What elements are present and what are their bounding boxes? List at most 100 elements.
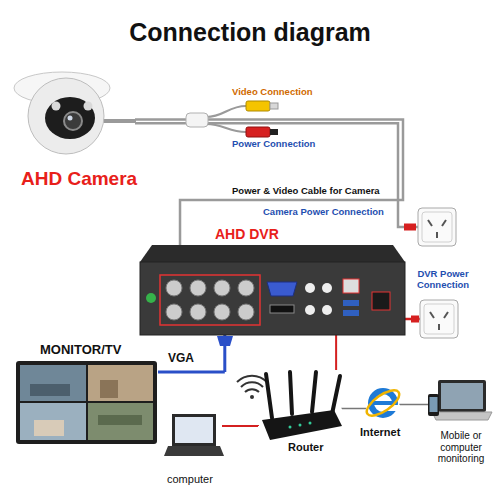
monitor-bezel: [16, 361, 157, 444]
scene-detail: [98, 415, 142, 425]
laptop-display: [175, 417, 213, 443]
device-label: Internet: [360, 426, 420, 439]
device-label: computer: [167, 473, 247, 486]
internet-logo-orbit: [363, 386, 403, 421]
vga-plug: [217, 336, 233, 346]
cable-connector: [222, 425, 258, 427]
cable-connector: [335, 335, 337, 370]
internet-node: Internet: [366, 386, 400, 420]
router-body: [262, 410, 342, 440]
dc-plug: [404, 224, 416, 231]
bnc-port: [166, 280, 182, 296]
camera-node: AHD Camera: [15, 70, 135, 165]
camera-cable: [100, 119, 136, 123]
outlet-face: [422, 212, 452, 242]
bnc-port: [238, 280, 254, 296]
device-label: AHD DVR: [215, 226, 315, 242]
audio-port: [305, 305, 315, 315]
mobile-phone: [428, 394, 439, 416]
diagram-title: Connection diagram: [0, 18, 500, 47]
lan-port: [343, 279, 359, 293]
bnc-port: [190, 280, 206, 296]
laptop-base: [164, 446, 224, 456]
power-plug: [246, 127, 270, 137]
power-button: [146, 293, 156, 303]
outlet-node: Camera Power Connection: [418, 208, 456, 246]
ir-led: [84, 102, 93, 111]
device-label: Mobile or computer monitoring: [426, 430, 496, 465]
cable-connector: [400, 404, 430, 406]
outlet-slots: [428, 220, 446, 238]
camera-visor: [45, 97, 95, 139]
mobile-screen: [430, 397, 438, 412]
cable-connector: [158, 335, 225, 372]
device-label: DVR Power Connection: [408, 269, 478, 291]
bnc-port: [166, 304, 182, 320]
router-node: Router: [258, 370, 342, 440]
remote-monitor-node: Mobile or computer monitoring: [430, 378, 492, 426]
camera-view: [88, 403, 153, 440]
bnc-port: [190, 304, 206, 320]
wall-outlet: [418, 208, 456, 246]
cable-connector: [135, 123, 418, 227]
device-label: AHD Camera: [21, 168, 151, 190]
device-label: MONITOR/TV: [40, 343, 160, 358]
camera-view: [88, 365, 153, 401]
audio-port: [322, 305, 332, 315]
cable-label: Power & Video Cable for Camera: [232, 186, 402, 197]
usb-port: [343, 310, 359, 316]
remote-laptop-base: [432, 412, 492, 420]
connection-label: Power Connection: [232, 139, 342, 150]
cable-connector: [135, 119, 403, 245]
usb-port: [343, 300, 359, 306]
dvr-rear-panel: [140, 262, 405, 335]
ir-led: [52, 102, 61, 111]
lens-glint: [68, 116, 73, 121]
camera-lens: [64, 112, 82, 130]
video-plug-tip: [270, 103, 278, 109]
outlet-face: [424, 304, 454, 334]
dvr-node: AHD DVR: [140, 245, 405, 335]
video-lead: [206, 106, 246, 117]
scene-detail: [30, 384, 70, 396]
router-led: [309, 422, 312, 425]
router-led: [289, 426, 292, 429]
power-plug-tip: [270, 129, 278, 135]
audio-port: [305, 283, 315, 293]
bnc-port: [238, 304, 254, 320]
device-label: Camera Power Connection: [263, 207, 413, 218]
cable-label: VGA: [168, 352, 208, 366]
scene-detail: [34, 420, 64, 436]
bnc-port: [214, 280, 230, 296]
router-led: [299, 424, 302, 427]
outlet-slots: [430, 312, 448, 330]
wifi-signal: [237, 376, 267, 392]
wall-outlet: [420, 300, 458, 338]
connection-label: Video Connection: [232, 87, 342, 98]
audio-port: [322, 283, 332, 293]
computer-node: computer: [165, 412, 222, 470]
dc-plug: [411, 316, 419, 323]
power-lead: [206, 124, 246, 132]
video-plug: [246, 101, 270, 111]
camera-view: [20, 365, 86, 401]
internet-logo-bar: [373, 401, 393, 405]
cable-connector: [342, 408, 366, 410]
bnc-port: [214, 304, 230, 320]
bnc-block: [160, 275, 260, 325]
camera-dome: [28, 78, 104, 154]
laptop-screen: [172, 414, 216, 446]
vga-port: [267, 282, 297, 296]
splitter-sleeve: [186, 113, 208, 127]
wifi-dot: [250, 395, 254, 399]
scene-detail: [100, 380, 118, 398]
outlet-node: DVR Power Connection: [420, 300, 458, 338]
power-socket: [372, 292, 390, 310]
dvr-top: [140, 245, 405, 262]
hdmi-port: [270, 305, 294, 313]
camera-view: [20, 403, 86, 440]
